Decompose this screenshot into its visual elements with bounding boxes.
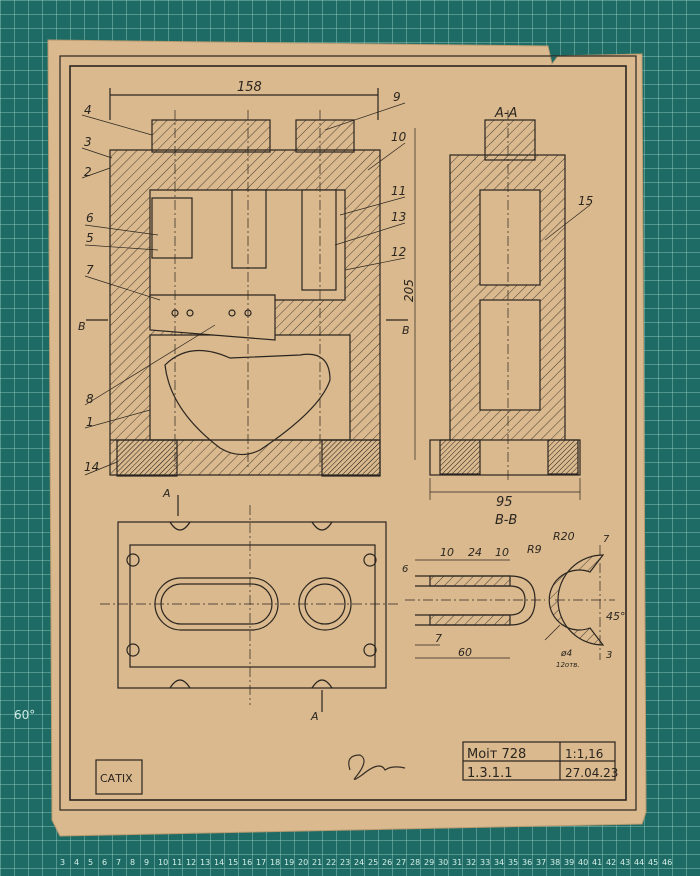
callout-3: 3 <box>84 135 92 149</box>
spring-dim-10b: 10 <box>495 546 509 559</box>
ruler-number: 42 <box>606 858 617 867</box>
signature <box>348 754 406 781</box>
ruler-number: 27 <box>396 858 407 867</box>
cut-b-right: B <box>402 324 410 337</box>
ruler-number: 46 <box>662 858 673 867</box>
outer-frame <box>59 55 637 811</box>
ruler-number: 24 <box>354 858 365 867</box>
callout-15: 15 <box>578 194 593 208</box>
spring-dim-10a: 10 <box>440 546 454 559</box>
spring-dim-60: 60 <box>458 646 472 659</box>
cut-b-left: B <box>78 320 86 333</box>
dim-width: 158 <box>237 80 262 95</box>
ruler-number: 7 <box>116 858 122 867</box>
callout-14: 14 <box>84 460 99 474</box>
ruler-number: 43 <box>620 858 631 867</box>
ruler-number: 40 <box>578 858 589 867</box>
stamp-frame <box>95 759 143 795</box>
ruler-number: 9 <box>144 858 150 867</box>
stamp-text: САТІХ <box>100 772 133 785</box>
ruler-number: 15 <box>228 858 239 867</box>
ruler-number: 21 <box>312 858 323 867</box>
callout-1: 1 <box>86 415 94 429</box>
plan-view <box>100 495 400 712</box>
ruler-number: 18 <box>270 858 281 867</box>
ruler-number: 6 <box>102 858 108 867</box>
spring-dim-24: 24 <box>468 546 482 559</box>
ruler-number: 4 <box>74 858 80 867</box>
ruler-number: 30 <box>438 858 449 867</box>
ruler-number: 13 <box>200 858 211 867</box>
ruler-number: 22 <box>326 858 337 867</box>
callout-7: 7 <box>86 263 94 277</box>
spring-dim-6: 6 <box>402 564 408 575</box>
spring-detail <box>405 559 545 659</box>
ruler-number: 11 <box>172 858 183 867</box>
ruler-number: 28 <box>410 858 421 867</box>
ring-detail <box>544 545 615 660</box>
ruler-number: 25 <box>368 858 379 867</box>
ruler-number: 17 <box>256 858 267 867</box>
ruler-number: 37 <box>536 858 547 867</box>
ruler-number: 44 <box>634 858 645 867</box>
ruler-number: 41 <box>592 858 603 867</box>
cut-a-bottom: A <box>310 710 319 723</box>
ruler-number: 8 <box>130 858 136 867</box>
callout-6: 6 <box>86 211 94 225</box>
ruler-number: 45 <box>648 858 659 867</box>
callout-11: 11 <box>391 184 406 198</box>
cut-a-top: A <box>162 487 171 500</box>
callout-10: 10 <box>391 130 407 144</box>
ring-dim-d4: ø4 <box>560 649 573 659</box>
ruler-number: 20 <box>298 858 309 867</box>
callout-4: 4 <box>84 103 92 117</box>
ruler-number: 35 <box>508 858 519 867</box>
callout-8: 8 <box>86 392 94 406</box>
callout-13: 13 <box>391 210 406 224</box>
ruler-number: 5 <box>88 858 94 867</box>
ring-dim-3: 3 <box>606 650 612 661</box>
ruler-number: 39 <box>564 858 575 867</box>
ruler-number: 29 <box>424 858 435 867</box>
ruler-number: 19 <box>284 858 295 867</box>
spring-dim-r9: R9 <box>527 543 542 556</box>
ruler-number: 38 <box>550 858 561 867</box>
section-bb-label: B-B <box>495 513 517 528</box>
ruler-number: 31 <box>452 858 463 867</box>
ruler-number: 10 <box>158 858 169 867</box>
ruler-number: 33 <box>480 858 491 867</box>
side-section-view <box>414 110 591 500</box>
dim-side-width: 95 <box>496 495 513 510</box>
section-aa-label: A-A <box>494 106 517 121</box>
ruler-number: 32 <box>466 858 477 867</box>
callout-2: 2 <box>84 165 92 179</box>
ring-dim-45: 45° <box>606 610 626 623</box>
dim-height: 205 <box>402 279 416 302</box>
ruler-number: 36 <box>522 858 533 867</box>
callout-12: 12 <box>391 245 406 259</box>
title-code: 1.3.1.1 <box>467 766 512 781</box>
title-scale: 1:1,16 <box>565 747 603 761</box>
title-date: 27.04.23 <box>565 766 618 780</box>
spring-dim-7: 7 <box>435 632 442 645</box>
callout-9: 9 <box>393 90 401 104</box>
ruler-number: 14 <box>214 858 225 867</box>
ring-dim-7: 7 <box>603 534 610 545</box>
front-section-view <box>81 88 408 477</box>
callout-5: 5 <box>86 231 94 245</box>
ruler-number: 34 <box>494 858 505 867</box>
ruler-number: 26 <box>382 858 393 867</box>
ruler-number: 23 <box>340 858 351 867</box>
ring-dim-r20: R20 <box>553 530 575 543</box>
ruler-number: 16 <box>242 858 253 867</box>
inner-frame <box>69 65 627 801</box>
mat-angle-label: 60° <box>14 708 36 722</box>
title-block <box>462 741 616 781</box>
ruler-number: 3 <box>60 858 66 867</box>
ruler-number: 12 <box>186 858 197 867</box>
title-designation: Моіт 728 <box>467 747 526 762</box>
ring-dim-holes: 12отв. <box>556 661 580 669</box>
